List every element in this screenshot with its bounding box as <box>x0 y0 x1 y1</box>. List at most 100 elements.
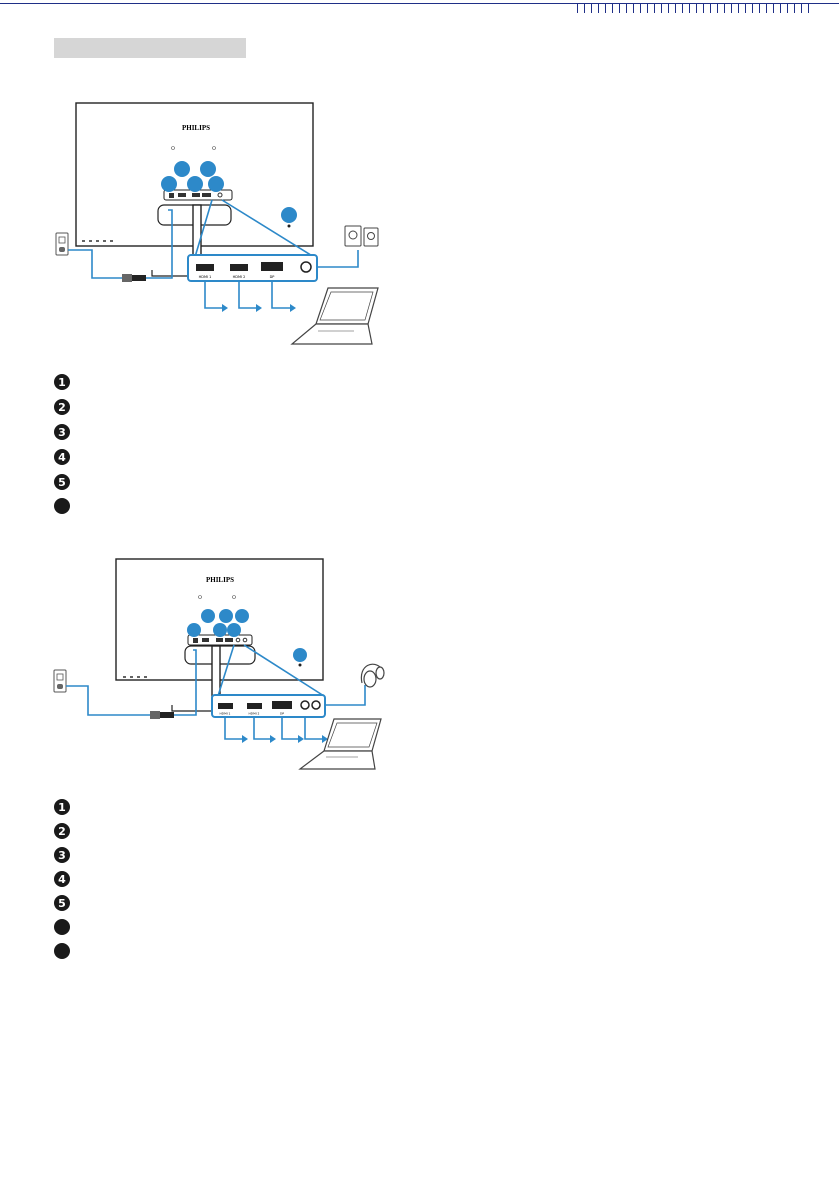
arrow-icon <box>224 717 322 740</box>
legend-item: 1 <box>54 799 70 815</box>
legend-item: 1 <box>54 374 70 390</box>
header-tick <box>745 3 746 13</box>
callouts <box>187 609 249 637</box>
port-label-dp: DP <box>270 275 275 279</box>
legend-item: 5 <box>54 474 70 490</box>
callout-2 <box>201 609 215 623</box>
legend-item: 5 <box>54 895 70 911</box>
legend-badge: 4 <box>54 449 70 465</box>
header-tick <box>794 3 795 13</box>
legend-item: 3 <box>54 424 70 440</box>
legend-badge: 5 <box>54 895 70 911</box>
laptop-icon <box>298 718 382 770</box>
dp-port <box>261 262 283 271</box>
callout-1 <box>161 176 177 192</box>
arrow-icon <box>204 281 290 309</box>
header-tick <box>577 3 578 13</box>
hdmi2-port <box>230 264 248 271</box>
header-tick <box>717 3 718 13</box>
audio-out-port <box>300 261 312 273</box>
legend-badge: 3 <box>54 847 70 863</box>
port-label-hdmi2: HDMI 2 <box>233 275 246 279</box>
callout-3 <box>187 176 203 192</box>
power-plug-icon <box>150 711 174 719</box>
legend-item <box>54 919 70 935</box>
connection-diagram-2: PHILIPS <box>53 558 385 770</box>
header-tick <box>612 3 613 13</box>
section-heading-bar <box>54 38 246 58</box>
headphone-port <box>311 700 321 710</box>
legend-item: 2 <box>54 823 70 839</box>
legend-item <box>54 943 70 959</box>
header-tick <box>738 3 739 13</box>
legend-badge: 1 <box>54 374 70 390</box>
header-tick <box>605 3 606 13</box>
legend-badge <box>54 943 70 959</box>
header-tick <box>619 3 620 13</box>
header-tick <box>598 3 599 13</box>
header-tick <box>787 3 788 13</box>
header-tick <box>808 3 809 13</box>
zoomed-port-panel: HDMI 1 HDMI 2 DP <box>211 694 326 718</box>
legend-item: 4 <box>54 449 70 465</box>
header-tick <box>766 3 767 13</box>
port-label-hdmi2: HDMI 2 <box>249 712 260 716</box>
laptop-icon <box>290 287 379 345</box>
header-tick <box>675 3 676 13</box>
power-plug-icon <box>122 274 146 282</box>
connection-diagram-1: PHILIPS <box>55 102 379 345</box>
port-label-hdmi1: HDMI 1 <box>220 712 231 716</box>
port-label-hdmi1: HDMI 1 <box>199 275 212 279</box>
hdmi1-port <box>196 264 214 271</box>
header-tick <box>696 3 697 13</box>
header-ticks <box>577 3 809 15</box>
kensington-lock-icon <box>293 648 307 667</box>
monitor-back: PHILIPS <box>115 558 324 712</box>
legend-item: 3 <box>54 847 70 863</box>
legend-badge: 5 <box>54 474 70 490</box>
callout-4 <box>200 161 216 177</box>
callout-5 <box>208 176 224 192</box>
header-tick <box>724 3 725 13</box>
callout-2 <box>174 161 190 177</box>
header-tick <box>780 3 781 13</box>
legend-badge: 1 <box>54 799 70 815</box>
header-rule <box>0 0 839 18</box>
zoomed-port-panel: HDMI 1 HDMI 2 DP <box>187 254 318 282</box>
legend-badge: 4 <box>54 871 70 887</box>
legend-item <box>54 498 70 514</box>
header-tick <box>682 3 683 13</box>
header-tick <box>654 3 655 13</box>
dp-port <box>272 701 292 709</box>
header-line <box>0 3 839 4</box>
header-tick <box>668 3 669 13</box>
header-tick <box>710 3 711 13</box>
header-tick <box>633 3 634 13</box>
brand-logo: PHILIPS <box>206 576 234 584</box>
legend-badge <box>54 919 70 935</box>
speakers-icon <box>344 225 379 247</box>
header-tick <box>689 3 690 13</box>
legend-badge: 2 <box>54 823 70 839</box>
callout-4 <box>219 609 233 623</box>
header-tick <box>752 3 753 13</box>
header-tick <box>640 3 641 13</box>
header-tick <box>759 3 760 13</box>
header-tick <box>801 3 802 13</box>
brand-logo: PHILIPS <box>182 124 210 132</box>
header-tick <box>731 3 732 13</box>
header-tick <box>661 3 662 13</box>
audio-in-port <box>300 700 310 710</box>
header-tick <box>647 3 648 13</box>
callout-3 <box>213 623 227 637</box>
legend-item: 4 <box>54 871 70 887</box>
callout-5 <box>227 623 241 637</box>
legend-item: 2 <box>54 399 70 415</box>
monitor-back: PHILIPS <box>75 102 314 278</box>
power-outlet-icon <box>53 669 67 693</box>
callouts <box>161 161 224 192</box>
legend-badge <box>54 498 70 514</box>
callout-1 <box>187 623 201 637</box>
power-outlet-icon <box>55 232 69 256</box>
callout-6 <box>235 609 249 623</box>
